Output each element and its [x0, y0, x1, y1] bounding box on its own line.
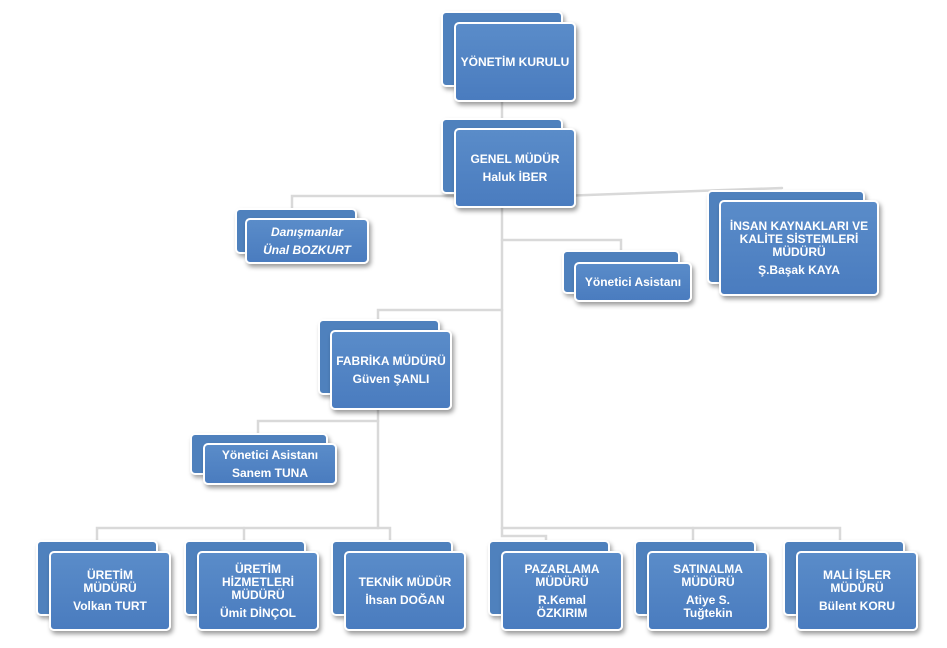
connector-advisors	[290, 194, 504, 213]
node-factory-title: FABRİKA MÜDÜRÜ	[336, 353, 446, 368]
node-hr-box[interactable]: İNSAN KAYNAKLARI VE KALİTE SİSTEMLERİ MÜ…	[719, 200, 879, 296]
node-production-services-name: Ümit DİNÇOL	[220, 605, 296, 620]
node-advisors-name: Ünal BOZKURT	[263, 242, 351, 257]
connector-gm-children	[500, 526, 548, 542]
node-hr-title: İNSAN KAYNAKLARI VE KALİTE SİSTEMLERİ MÜ…	[729, 218, 869, 259]
connector-gm-children-bar	[500, 526, 842, 542]
node-purchasing-box[interactable]: SATINALMA MÜDÜRÜ Atiye S. Tuğtekin	[647, 551, 769, 631]
node-marketing-title: PAZARLAMA MÜDÜRÜ	[524, 561, 600, 589]
node-gm-title: GENEL MÜDÜR	[470, 151, 560, 166]
node-production-box[interactable]: ÜRETİM MÜDÜRÜ Volkan TURT	[49, 551, 171, 631]
node-factory-assistant-title: Yönetici Asistanı	[221, 447, 319, 462]
node-finance-box[interactable]: MALİ İŞLER MÜDÜRÜ Bülent KORU	[796, 551, 918, 631]
node-factory-box[interactable]: FABRİKA MÜDÜRÜ Güven ŞANLI	[330, 330, 452, 410]
node-hr-name: Ş.Başak KAYA	[758, 262, 840, 277]
node-marketing-name: R.Kemal ÖZKIRIM	[536, 592, 588, 620]
node-production-name: Volkan TURT	[73, 599, 147, 613]
connector-exec-assistant	[500, 238, 623, 254]
node-advisors-box[interactable]: Danışmanlar Ünal BOZKURT	[245, 218, 369, 264]
node-factory-name: Güven ŞANLI	[352, 371, 430, 386]
node-purchasing-name: Atiye S. Tuğtekin	[683, 592, 733, 620]
node-marketing-box[interactable]: PAZARLAMA MÜDÜRÜ R.Kemal ÖZKIRIM	[501, 551, 623, 631]
node-factory-assistant-name: Sanem TUNA	[231, 465, 308, 480]
node-gm-box[interactable]: GENEL MÜDÜR Haluk İBER	[454, 128, 576, 208]
node-production-services-title: ÜRETİM HİZMETLERİ MÜDÜRÜ	[222, 561, 294, 602]
node-purchasing-title: SATINALMA MÜDÜRÜ	[673, 561, 743, 589]
node-exec-assistant-title: Yönetici Asistanı	[584, 274, 682, 289]
node-technical-name: İhsan DOĞAN	[365, 592, 445, 607]
node-gm-name: Haluk İBER	[482, 169, 548, 184]
node-production-services-box[interactable]: ÜRETİM HİZMETLERİ MÜDÜRÜ Ümit DİNÇOL	[197, 551, 319, 631]
node-technical-title: TEKNİK MÜDÜR	[358, 574, 452, 589]
node-production-title: ÜRETİM MÜDÜRÜ	[83, 568, 137, 595]
node-board-title: YÖNETİM KURULU	[460, 54, 570, 69]
node-advisors-title: Danışmanlar	[270, 224, 344, 239]
connector-hr	[558, 186, 784, 198]
node-exec-assistant-box[interactable]: Yönetici Asistanı	[574, 262, 692, 302]
node-finance-name: Bülent KORU	[819, 599, 895, 613]
node-factory-assistant-box[interactable]: Yönetici Asistanı Sanem TUNA	[203, 443, 337, 485]
connector-factory	[376, 308, 504, 323]
node-technical-box[interactable]: TEKNİK MÜDÜR İhsan DOĞAN	[344, 551, 466, 631]
connector-factory-assistant	[256, 419, 380, 435]
node-board-box[interactable]: YÖNETİM KURULU	[454, 22, 576, 102]
node-finance-title: MALİ İŞLER MÜDÜRÜ	[823, 568, 891, 595]
